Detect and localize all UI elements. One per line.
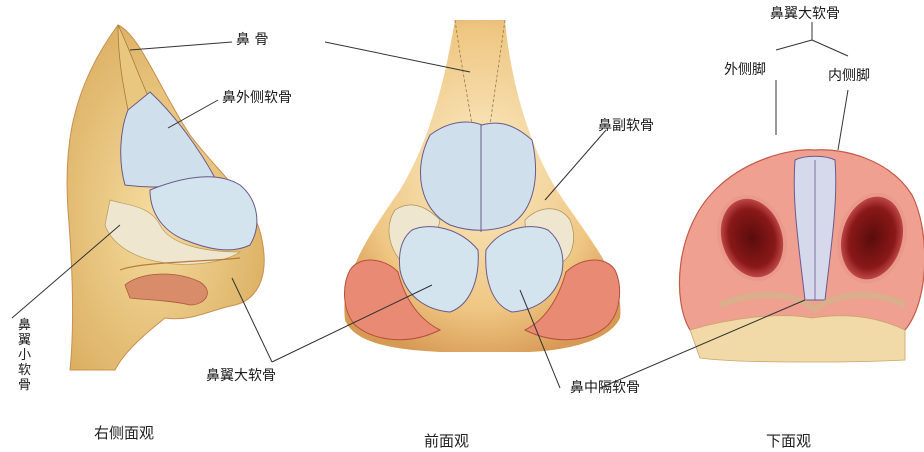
label-greater-alar-cartilage-left: 鼻翼大软骨 — [206, 368, 276, 384]
caption-bottom-view: 下面观 — [766, 430, 811, 451]
bottom-view-base-skin — [690, 316, 905, 362]
front-view-drawing — [344, 20, 620, 352]
caption-front-view: 前面观 — [424, 430, 469, 451]
label-accessory-cartilage: 鼻副软骨 — [598, 118, 654, 134]
label-lateral-crus: 外侧脚 — [724, 62, 766, 78]
label-medial-crus: 内侧脚 — [828, 68, 870, 84]
label-lesser-alar-cartilage: 鼻翼小软骨 — [18, 318, 34, 393]
caption-right-side-view: 右侧面观 — [94, 422, 154, 443]
bottom-view-drawing — [679, 150, 924, 362]
label-nasal-bone: 鼻 骨 — [236, 32, 268, 48]
front-view-lateral-cartilage — [420, 122, 535, 230]
label-lateral-nasal-cartilage: 鼻外侧软骨 — [222, 90, 292, 106]
right-side-view-drawing — [67, 25, 264, 370]
label-greater-alar-cartilage-top: 鼻翼大软骨 — [770, 6, 840, 22]
label-septal-cartilage: 鼻中隔软骨 — [570, 380, 640, 396]
